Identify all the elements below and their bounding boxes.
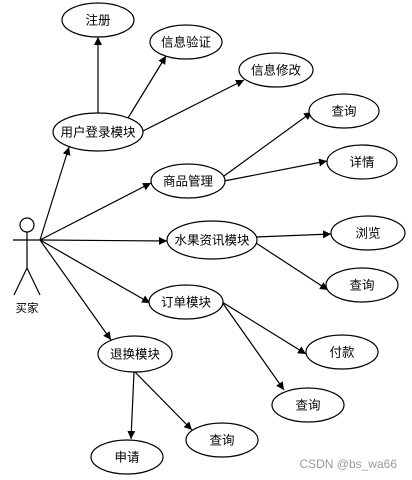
use-case-detail-label: 详情 bbox=[349, 155, 374, 170]
edge-order-to-query bbox=[221, 301, 285, 391]
use-case-login-shape bbox=[52, 112, 144, 152]
actor-leg-left bbox=[13, 267, 28, 296]
use-case-refund-shape bbox=[97, 335, 173, 373]
use-case-modify: 信息修改 bbox=[238, 52, 314, 88]
edge-actor-to-goods bbox=[39, 182, 152, 241]
use-case-refund-query-label: 查询 bbox=[209, 433, 234, 448]
actor-leg-right bbox=[26, 267, 41, 296]
edge-refund-to-apply bbox=[127, 371, 136, 440]
use-case-browse: 浏览 bbox=[330, 215, 406, 251]
edge-login-to-verify bbox=[127, 55, 167, 119]
use-case-modify-label: 信息修改 bbox=[251, 63, 302, 78]
edge-fruit-to-query bbox=[255, 242, 329, 291]
use-case-fruit-info-shape bbox=[166, 220, 258, 260]
use-case-goods-shape bbox=[150, 163, 226, 199]
edge-actor-to-order bbox=[39, 239, 151, 304]
edge-login-to-modify bbox=[142, 79, 245, 132]
use-case-order-query-shape bbox=[271, 387, 345, 423]
watermark: CSDN @bs_wa66 bbox=[299, 457, 397, 471]
actor-head bbox=[19, 217, 35, 233]
use-case-refund-query: 查询 bbox=[185, 422, 259, 458]
edge-order-to-pay bbox=[221, 301, 307, 355]
use-case-goods-query-label: 查询 bbox=[331, 104, 356, 119]
use-case-order-label: 订单模块 bbox=[161, 295, 212, 310]
actor-label: 买家 bbox=[16, 301, 39, 315]
use-case-browse-label: 浏览 bbox=[355, 226, 380, 241]
use-case-order-shape bbox=[148, 284, 224, 320]
edge-actor-to-refund bbox=[39, 239, 112, 341]
use-case-goods-query-shape bbox=[308, 93, 380, 129]
edge-goods-to-query bbox=[223, 111, 313, 177]
use-case-fruit-info: 水果资讯模块 bbox=[166, 220, 258, 260]
edge-fruit-to-browse bbox=[255, 230, 332, 239]
use-case-apply-shape bbox=[90, 439, 164, 475]
use-case-verify: 信息验证 bbox=[149, 24, 223, 60]
use-case-fruit-query-shape bbox=[325, 267, 399, 303]
use-case-fruit-info-label: 水果资讯模块 bbox=[174, 233, 250, 248]
use-case-goods-query: 查询 bbox=[308, 93, 380, 129]
use-case-login: 用户登录模块 bbox=[52, 112, 144, 152]
use-case-fruit-query: 查询 bbox=[325, 267, 399, 303]
use-case-verify-shape bbox=[149, 24, 223, 60]
use-case-browse-shape bbox=[330, 215, 406, 251]
use-case-pay: 付款 bbox=[305, 334, 379, 370]
use-case-login-label: 用户登录模块 bbox=[60, 125, 136, 140]
edge-refund-to-query bbox=[134, 371, 193, 431]
use-case-pay-shape bbox=[305, 334, 379, 370]
use-case-pay-label: 付款 bbox=[329, 345, 355, 360]
use-case-goods-label: 商品管理 bbox=[163, 174, 214, 189]
use-case-register-label: 注册 bbox=[85, 13, 110, 28]
use-case-register: 注册 bbox=[61, 2, 135, 38]
use-case-refund: 退换模块 bbox=[97, 335, 173, 373]
use-case-modify-shape bbox=[238, 52, 314, 88]
connector-lines bbox=[39, 37, 332, 440]
use-case-apply: 申请 bbox=[90, 439, 164, 475]
edge-goods-to-detail bbox=[223, 158, 328, 182]
actor-buyer: 买家 bbox=[13, 217, 41, 315]
use-case-detail: 详情 bbox=[326, 144, 398, 180]
use-case-detail-shape bbox=[326, 144, 398, 180]
use-case-order-query: 查询 bbox=[271, 387, 345, 423]
use-case-refund-label: 退换模块 bbox=[110, 347, 161, 362]
use-case-order-query-label: 查询 bbox=[295, 398, 320, 413]
use-case-refund-query-shape bbox=[185, 422, 259, 458]
use-case-order: 订单模块 bbox=[148, 284, 224, 320]
edge-actor-to-fruit bbox=[39, 236, 168, 245]
use-case-verify-label: 信息验证 bbox=[161, 35, 212, 50]
use-case-goods: 商品管理 bbox=[150, 163, 226, 199]
edge-actor-to-login bbox=[39, 146, 71, 241]
use-case-apply-label: 申请 bbox=[114, 450, 139, 465]
use-case-register-shape bbox=[61, 2, 135, 38]
use-case-fruit-query-label: 查询 bbox=[349, 278, 374, 293]
